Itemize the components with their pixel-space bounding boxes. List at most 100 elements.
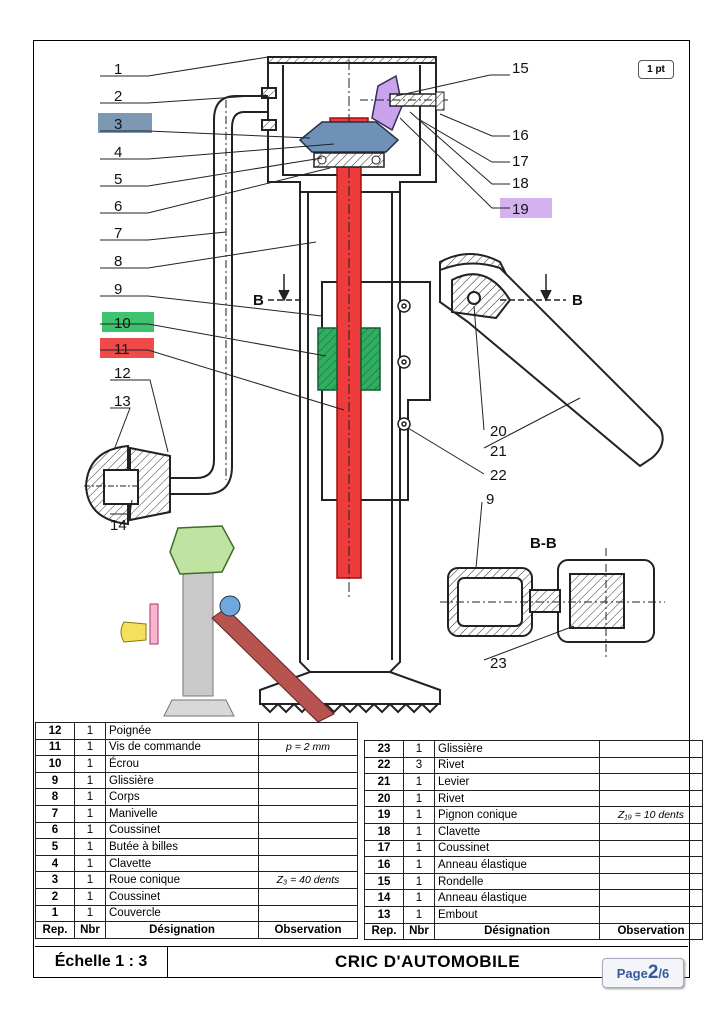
cell-observation <box>599 789 703 808</box>
cell-observation <box>599 839 703 858</box>
page-current: 2 <box>647 962 659 983</box>
cell-rep: 13 <box>364 905 404 924</box>
cell-observation <box>599 740 703 758</box>
cell-nbr: 1 <box>74 738 106 757</box>
cell-observation: Z₁₉ = 10 dents <box>599 806 703 824</box>
cell-observation <box>599 872 703 891</box>
cell-rep: 22 <box>364 756 404 775</box>
page-prefix: Page <box>616 965 648 981</box>
header-observation: Observation <box>258 921 358 939</box>
page-indicator[interactable]: Page 2 /6 <box>602 958 684 988</box>
cell-rep: 10 <box>35 755 75 773</box>
jack-body <box>299 192 431 673</box>
cell-rep: 14 <box>364 889 404 907</box>
callout-21: 21 <box>490 443 507 460</box>
cell-observation: p = 2 mm <box>258 738 358 757</box>
cell-nbr: 1 <box>403 872 435 891</box>
section-mark-right: B <box>572 292 583 309</box>
cell-observation <box>258 755 358 773</box>
cell-nbr: 1 <box>74 755 106 773</box>
header-rep: Rep. <box>364 922 404 941</box>
cell-observation <box>258 722 358 740</box>
callout-15: 15 <box>512 60 529 77</box>
handle-knob <box>84 444 171 526</box>
cell-designation: Levier <box>434 773 600 791</box>
cell-nbr: 1 <box>403 806 435 824</box>
cell-designation: Poignée <box>105 722 259 740</box>
cell-nbr: 1 <box>403 839 435 858</box>
cell-observation <box>258 887 358 906</box>
title-block: Échelle 1 : 3 CRIC D'AUTOMOBILE <box>35 946 688 977</box>
callout-11: 11 <box>114 341 130 358</box>
header-nbr: Nbr <box>403 922 435 941</box>
cell-observation <box>258 788 358 806</box>
drawing-title: CRIC D'AUTOMOBILE <box>334 952 521 971</box>
cell-rep: 7 <box>35 804 75 823</box>
cell-nbr: 1 <box>74 871 106 889</box>
cell-rep: 19 <box>364 806 404 824</box>
highlight-19 <box>500 198 552 218</box>
cell-observation <box>599 756 703 775</box>
cell-observation <box>258 904 358 923</box>
callout-10: 10 <box>114 315 131 332</box>
cell-designation: Clavette <box>105 854 259 873</box>
callout-18: 18 <box>512 175 529 192</box>
callout-8: 8 <box>114 253 122 270</box>
cell-nbr: 1 <box>74 771 106 790</box>
callout-12: 12 <box>114 365 131 382</box>
callout-22: 22 <box>490 467 507 484</box>
callout-9: 9 <box>114 281 122 298</box>
bevel-wheel <box>298 121 400 168</box>
header-designation: Désignation <box>434 922 600 941</box>
leader-lines <box>100 56 581 661</box>
cell-designation: Coussinet <box>105 887 259 906</box>
page-total: /6 <box>658 965 670 981</box>
cell-observation <box>258 854 358 873</box>
cell-nbr: 1 <box>74 788 106 806</box>
cell-designation: Coussinet <box>105 821 259 840</box>
cell-designation: Rivet <box>434 789 600 808</box>
cell-designation: Clavette <box>434 822 600 841</box>
cell-designation: Écrou <box>105 755 259 773</box>
bevel-pinion <box>360 74 450 132</box>
cell-observation <box>599 773 703 791</box>
cell-nbr: 1 <box>74 854 106 873</box>
cell-nbr: 1 <box>74 722 106 740</box>
cell-rep: 20 <box>364 789 404 808</box>
rivets <box>397 299 411 431</box>
header-rep: Rep. <box>35 921 75 939</box>
cell-observation <box>599 822 703 841</box>
callout-9b: 9 <box>486 491 494 508</box>
cell-designation: Embout <box>434 905 600 924</box>
cell-rep: 18 <box>364 822 404 841</box>
callout-14: 14 <box>110 517 127 534</box>
lever <box>439 253 664 468</box>
callout-7: 7 <box>114 225 122 242</box>
callout-5: 5 <box>114 171 122 188</box>
callout-23: 23 <box>490 655 507 672</box>
cell-observation: Z₃ = 40 dents <box>258 871 358 889</box>
highlight-3 <box>98 113 152 133</box>
cell-rep: 8 <box>35 788 75 806</box>
cell-nbr: 1 <box>74 804 106 823</box>
crank-handle <box>130 95 268 495</box>
callout-16: 16 <box>512 127 529 144</box>
cell-nbr: 1 <box>403 822 435 841</box>
cell-rep: 17 <box>364 839 404 858</box>
callout-1: 1 <box>114 61 122 78</box>
